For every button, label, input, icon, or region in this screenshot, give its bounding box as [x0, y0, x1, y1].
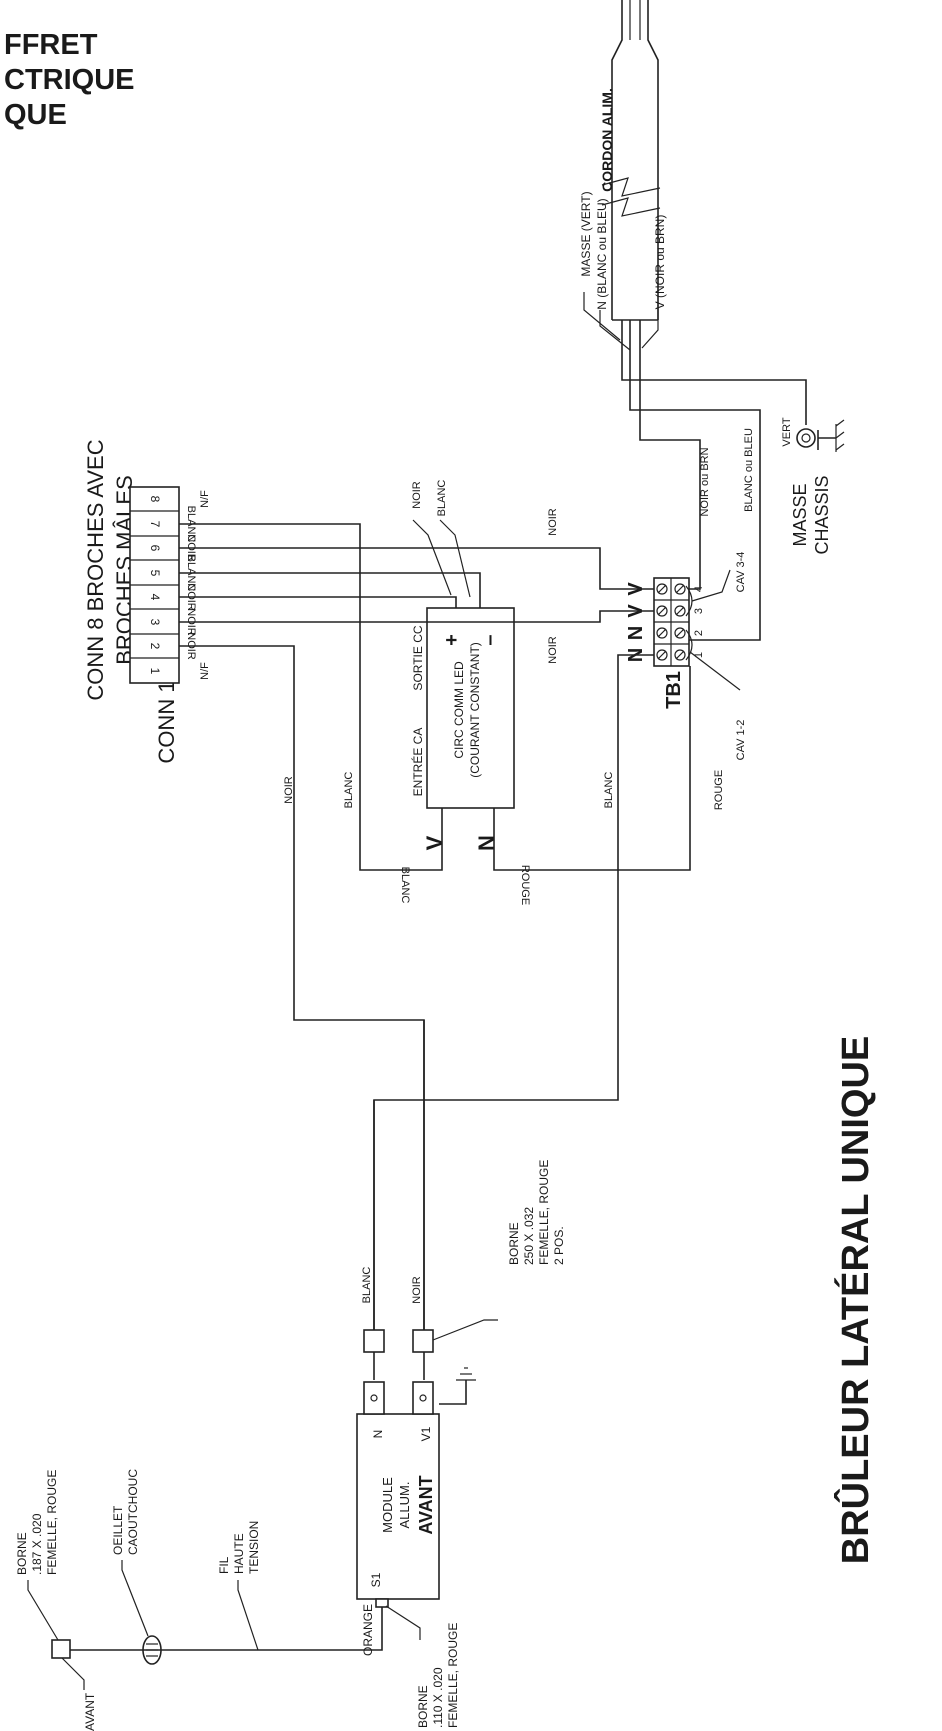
module-v1: V1: [419, 1426, 433, 1441]
wire-label-noir: NOIR: [283, 776, 295, 804]
header-line-1: FFRET: [4, 29, 98, 61]
driver-term-minus: –: [479, 634, 501, 645]
tb1-term-n2: N: [625, 626, 647, 640]
module-line-1: MODULE: [380, 1477, 395, 1533]
module-line-3: AVANT: [416, 1475, 436, 1534]
connector-name: CONN 1: [154, 680, 179, 763]
cord-title: CORDON ALIM.: [599, 88, 615, 192]
chassis-line-1: MASSE: [790, 483, 810, 546]
wire-label-blanc-inverted: BLANC: [399, 867, 411, 904]
borne250-line-2: 250 X .032: [522, 1207, 536, 1265]
fil-line-1: FIL: [217, 1556, 231, 1574]
driver-lead-blanc-label: BLANC: [436, 480, 448, 517]
driver-term-n: N: [474, 835, 499, 851]
header-line-3: QUE: [4, 99, 67, 131]
wire-label-blanc-2: BLANC: [603, 772, 615, 809]
driver-line-1: CIRC COMM LED: [452, 661, 466, 759]
header-line-2: CTRIQUE: [4, 64, 135, 96]
driver-output-label: SORTIE CC: [411, 625, 425, 690]
cord-neutral-label: N (BLANC ou BLEU): [595, 198, 609, 309]
wire-label-orange: ORANGE: [361, 1604, 375, 1656]
pin-number: 7: [148, 521, 162, 528]
borne110-line-2: .110 X .020: [431, 1667, 445, 1728]
fil-line-2: HAUTE: [232, 1533, 246, 1574]
driver-term-plus: +: [441, 634, 463, 646]
borne187-line-2: .187 X .020: [30, 1513, 44, 1575]
driver-input-label: ENTRÉE CA: [410, 728, 425, 797]
pin-number: 1: [148, 668, 162, 675]
conn1-8-pin: [129, 486, 180, 684]
module-line-2: ALLUM.: [397, 1482, 412, 1529]
pin-number: 6: [148, 545, 162, 552]
wire-label-blanc-ou-bleu: BLANC ou BLEU: [743, 428, 755, 512]
diagram-title: BRÛLEUR LATÉRAL UNIQUE: [832, 1036, 877, 1564]
borne187-line-1: BORNE: [15, 1532, 29, 1575]
borne187-line-3: FEMELLE, ROUGE: [45, 1470, 59, 1575]
oeillet-line-2: CAOUTCHOUC: [126, 1469, 140, 1555]
cord-masse-label: MASSE (VERT): [579, 191, 593, 276]
tb1-cav12: CAV 1-2: [735, 720, 747, 761]
wire-label-noir-2: NOIR: [547, 636, 559, 664]
spark-terminal: [51, 1639, 71, 1659]
tb1-position: 2: [693, 630, 705, 636]
module-s1: S1: [369, 1572, 383, 1587]
avant-label: AVANT: [83, 1692, 97, 1731]
ignition-module-box: [356, 1413, 440, 1600]
terminal-block-tb1: [653, 577, 693, 667]
tb1-name: TB1: [663, 671, 685, 709]
cord-line-label: V (NOIR ou BRN): [653, 215, 667, 310]
connector-desc-line-1: CONN 8 BROCHES AVEC: [83, 439, 108, 700]
wire-label-noir-ou-brn: NOIR ou BRN: [699, 447, 711, 516]
rubber-grommet-icon: [142, 1635, 162, 1665]
borne250-line-4: 2 POS.: [552, 1226, 566, 1265]
borne110-line-1: BORNE: [416, 1685, 430, 1728]
driver-lead-noir-label: NOIR: [411, 481, 423, 509]
fil-line-3: TENSION: [247, 1521, 261, 1574]
module-v1-wire-label: NOIR: [411, 1276, 423, 1304]
wire-label-rouge: ROUGE: [713, 770, 725, 810]
borne110-line-3: FEMELLE, ROUGE: [446, 1623, 460, 1728]
borne250-line-1: BORNE: [507, 1222, 521, 1265]
module-n-wire-label: BLANC: [361, 1267, 373, 1304]
oeillet-line-1: OEILLET: [111, 1505, 125, 1555]
pin-number: 4: [148, 594, 162, 601]
chassis-ground-symbol: [796, 419, 845, 452]
wire-label-blanc: BLANC: [343, 772, 355, 809]
pin-number: 2: [148, 643, 162, 650]
wire-label-rouge-inverted: ROUGE: [519, 865, 531, 905]
wire-label-noir-3: NOIR: [547, 508, 559, 536]
pin-label: N/F: [199, 490, 211, 508]
driver-line-2: (COURANT CONSTANT): [468, 642, 482, 778]
chassis-color-label: VERT: [781, 417, 793, 446]
tb1-position: 3: [693, 608, 705, 614]
borne250-line-3: FEMELLE, ROUGE: [537, 1160, 551, 1265]
chassis-line-2: CHASSIS: [812, 475, 832, 554]
tb1-position: 1: [693, 652, 705, 658]
tb1-cav34: CAV 3-4: [735, 552, 747, 593]
module-n: N: [371, 1430, 385, 1439]
pin-number: 8: [148, 496, 162, 503]
driver-term-v: V: [422, 835, 447, 850]
pin-number: 5: [148, 570, 162, 577]
led-driver-box: [426, 607, 515, 809]
pin-number: 3: [148, 619, 162, 626]
pin-label: N/F: [199, 662, 211, 680]
